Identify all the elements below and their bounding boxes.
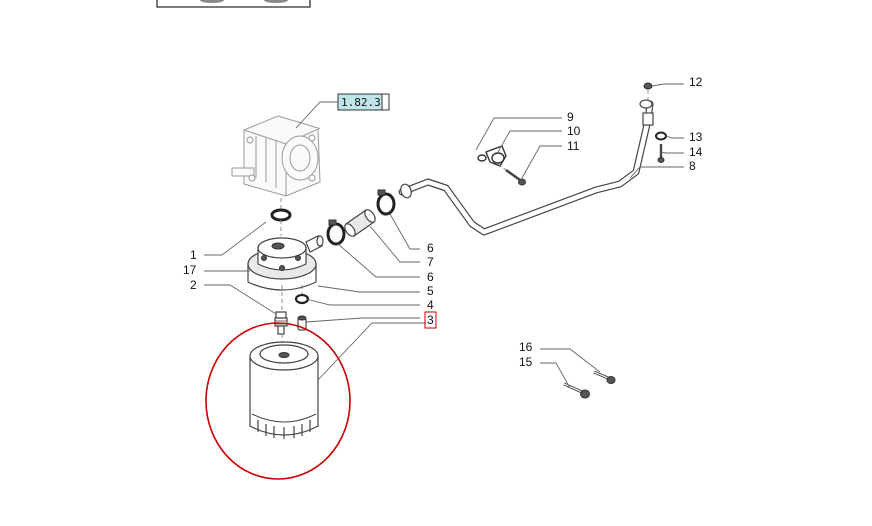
filter-head-part — [247, 235, 324, 291]
callout-13: 13 — [689, 130, 703, 144]
callout-10: 10 — [567, 124, 581, 138]
callout-2: 2 — [190, 278, 197, 292]
washer-part — [294, 293, 310, 305]
inset-view-frame — [156, 0, 311, 8]
bolt-16-part — [593, 370, 616, 384]
callout-9: 9 — [567, 110, 574, 124]
callout-3: 3 — [427, 313, 434, 327]
screw-small-part — [657, 144, 665, 163]
reference-tag-text: 1.82.3 — [341, 96, 381, 109]
pipe-clip-part — [477, 145, 507, 167]
hose-clamp-lower-part — [326, 219, 346, 246]
callout-labels: 1 17 2 6 7 6 5 4 3 9 10 11 12 13 14 8 16… — [183, 75, 703, 369]
washer-small-part — [655, 131, 667, 141]
callout-4: 4 — [427, 298, 434, 312]
callout-8: 8 — [689, 159, 696, 173]
rubber-hose-part — [344, 209, 376, 237]
banjo-bolt-part — [643, 82, 653, 100]
hose-clamp-upper-part — [376, 189, 396, 216]
callout-1: 1 — [190, 248, 197, 262]
callout-12: 12 — [689, 75, 703, 89]
callout-5: 5 — [427, 284, 434, 298]
oil-pipe-part — [398, 99, 654, 236]
callout-3-highlighted[interactable]: 3 — [424, 311, 437, 329]
oil-filter-cartridge-part[interactable] — [249, 341, 319, 439]
callout-7: 7 — [427, 255, 434, 269]
ghost-housing — [231, 115, 321, 197]
reference-tag[interactable]: 1.82.3 — [337, 93, 390, 111]
callout-16: 16 — [519, 340, 533, 354]
callout-11: 11 — [567, 139, 580, 153]
clip-screw-part — [497, 163, 526, 186]
o-ring-part — [270, 208, 292, 222]
callout-6-lower: 6 — [427, 270, 434, 284]
bolt-15-part — [563, 382, 590, 399]
callout-6-upper: 6 — [427, 241, 434, 255]
callout-15: 15 — [519, 355, 533, 369]
highlight-circle — [205, 322, 351, 480]
leader-lines — [204, 83, 684, 389]
callout-14: 14 — [689, 145, 703, 159]
callout-17: 17 — [183, 263, 197, 277]
